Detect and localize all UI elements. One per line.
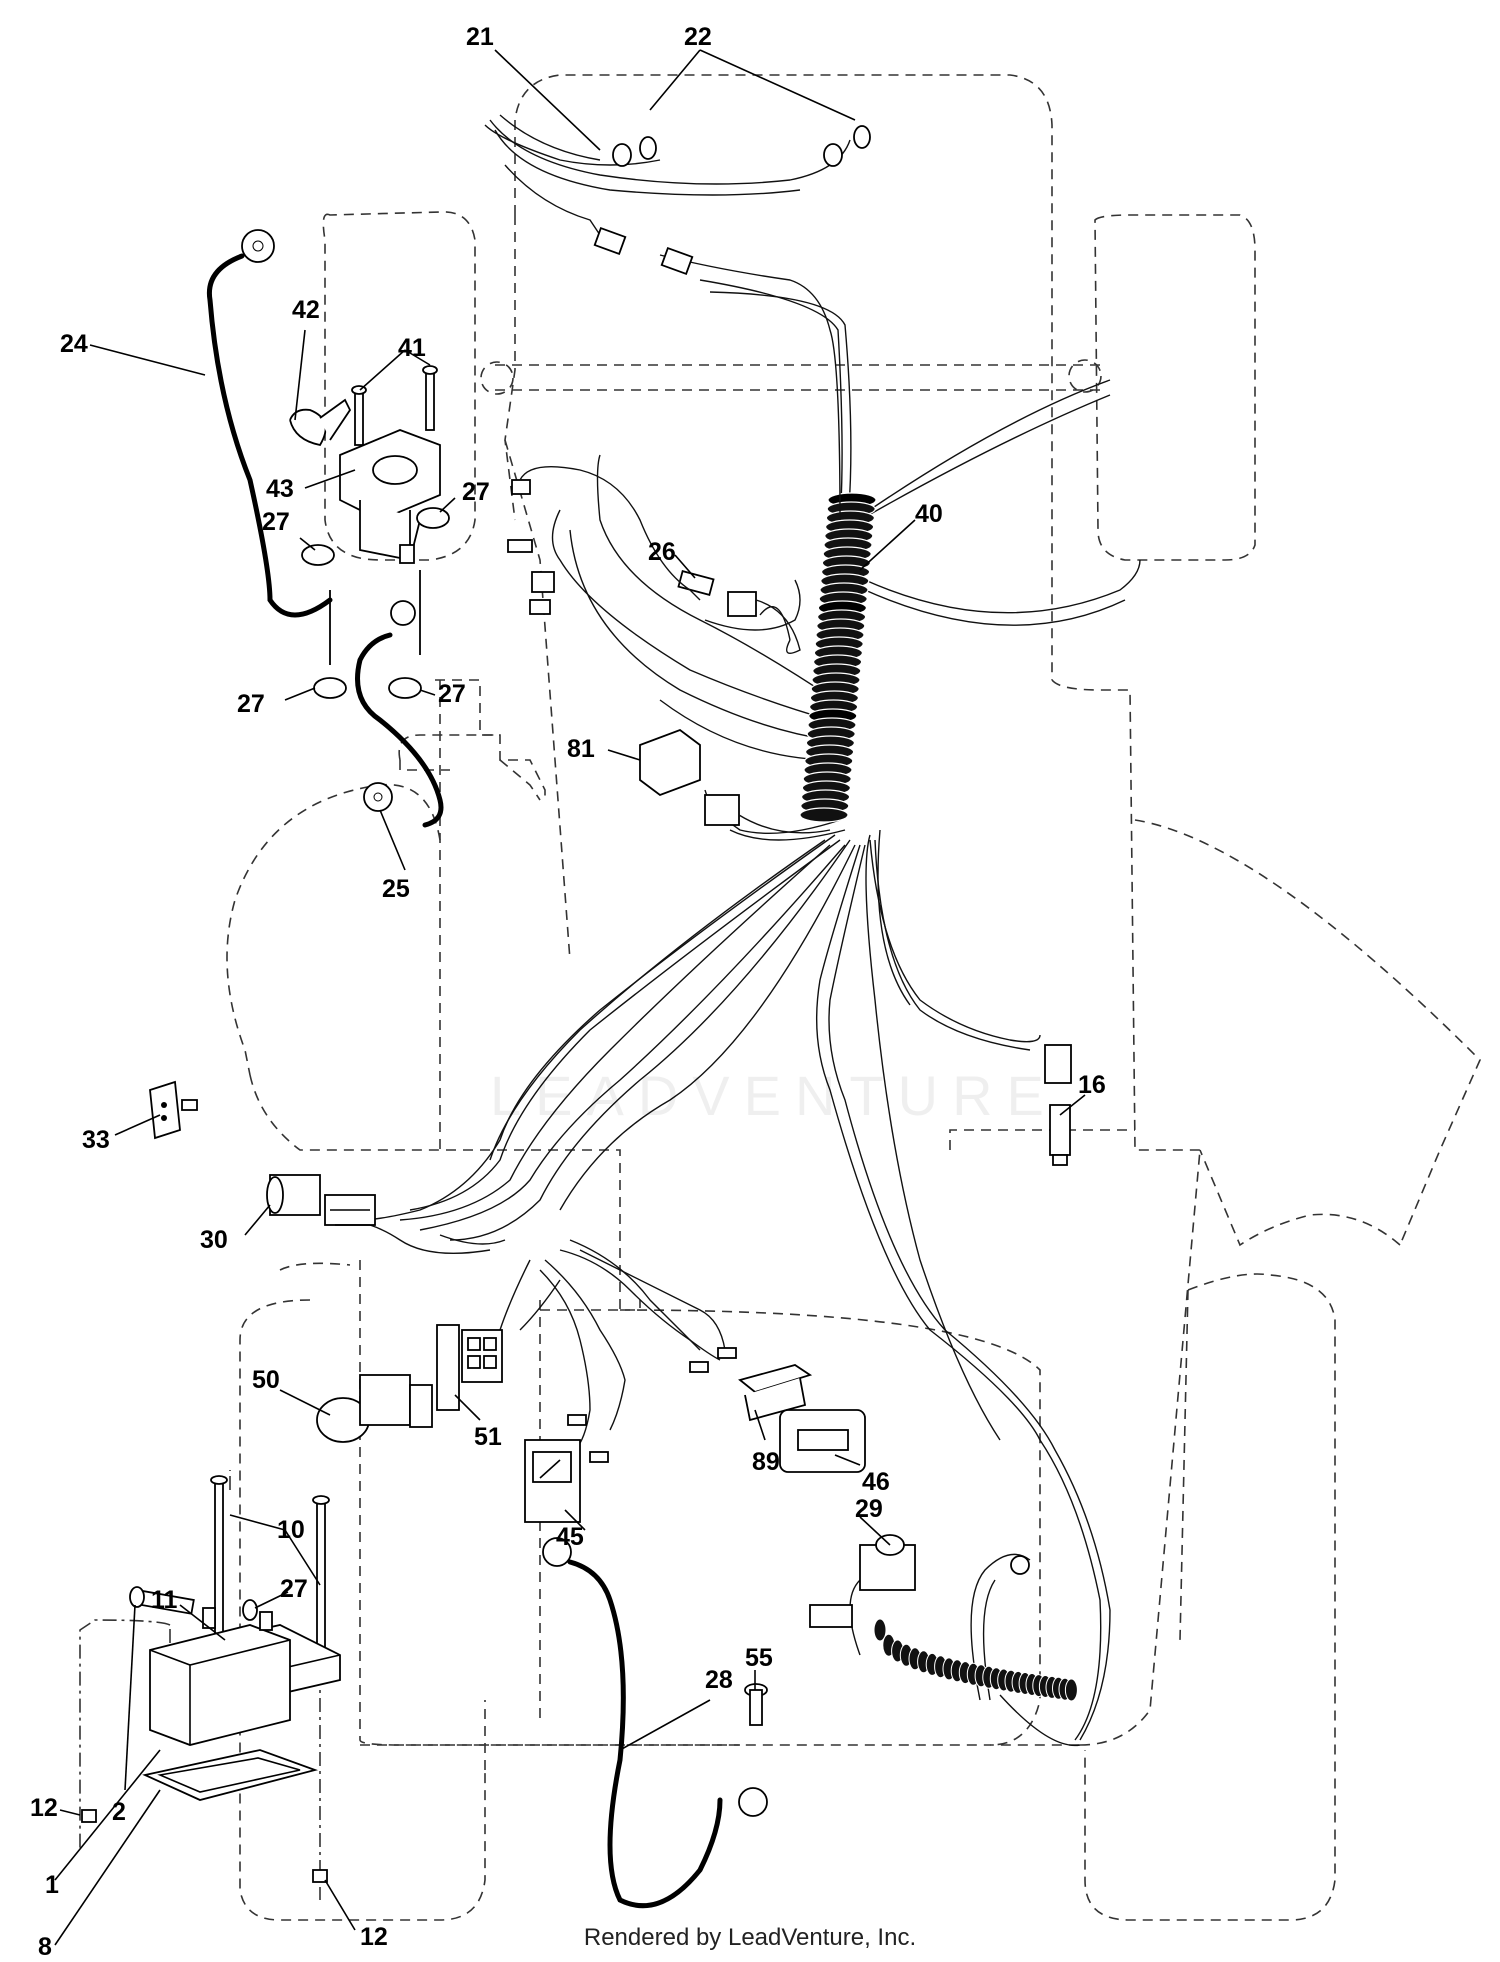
bulb-22a	[612, 136, 657, 167]
callout-label: 33	[82, 1126, 110, 1154]
callout-label: 89	[752, 1448, 780, 1476]
bolt-2	[129, 1586, 195, 1615]
nuts-27	[301, 507, 450, 699]
callout-label: 11	[151, 1586, 178, 1614]
callout-label: 22	[684, 23, 712, 51]
callout-label: 27	[237, 690, 265, 718]
coil-cord	[873, 1618, 1078, 1702]
callout-label: 29	[855, 1495, 883, 1523]
battery-tray-8	[142, 1749, 319, 1801]
bracket-89	[738, 1364, 813, 1422]
svg-text:LEADVENTURE: LEADVENTURE	[490, 1064, 1058, 1127]
callout-label: 1	[45, 1871, 59, 1899]
key-33	[149, 1080, 198, 1140]
ammeter-45	[524, 1439, 581, 1523]
callout-label: 41	[398, 334, 426, 362]
callout-label: 8	[38, 1933, 52, 1961]
terminal-clips	[567, 1347, 737, 1463]
callout-label: 28	[705, 1666, 733, 1694]
loom-coil-ring	[799, 807, 849, 823]
coil-cord-ring	[873, 1618, 887, 1642]
harness-wires	[359, 279, 1141, 1747]
callout-label: 46	[862, 1468, 890, 1496]
safety-switch-29	[809, 1534, 916, 1628]
switch-16	[1044, 1044, 1072, 1166]
callout-label: 45	[556, 1523, 584, 1551]
bulb-22b	[823, 125, 871, 167]
headlight-harness	[484, 114, 851, 521]
ignition-switch-30	[266, 1174, 376, 1226]
leader-lines	[54, 49, 1086, 1946]
callout-label: 27	[262, 508, 290, 536]
plate-51	[436, 1324, 503, 1411]
callout-label: 27	[462, 478, 490, 506]
callout-label: 25	[382, 875, 410, 903]
callout-labels: 21 22 24 42 41 43 27 27 27 27 40 26 81 2…	[30, 23, 1106, 1961]
callout-label: 43	[266, 475, 294, 503]
chassis-outline	[79, 74, 1481, 1921]
callout-label: 21	[466, 23, 494, 51]
callout-label: 2	[112, 1798, 126, 1826]
relay-81	[639, 728, 831, 834]
callout-label: 50	[252, 1366, 280, 1394]
connector-small	[507, 465, 701, 615]
callout-label: 51	[474, 1423, 502, 1451]
callout-label: 12	[30, 1794, 58, 1822]
callout-label: 27	[280, 1575, 308, 1603]
callout-label: 10	[277, 1516, 305, 1544]
ring-terminal	[1010, 1555, 1030, 1575]
callout-label: 40	[915, 500, 943, 528]
callout-label: 30	[200, 1226, 228, 1254]
callout-label: 55	[745, 1644, 773, 1672]
callout-label: 27	[438, 680, 466, 708]
pto-switch-50	[316, 1374, 433, 1443]
callout-label: 24	[60, 330, 88, 358]
callout-label: 42	[292, 296, 320, 324]
solenoid-43	[339, 429, 441, 564]
callout-label: 16	[1078, 1071, 1106, 1099]
callout-label: 81	[567, 735, 595, 763]
cable-24	[206, 229, 444, 828]
footer-credit: Rendered by LeadVenture, Inc.	[583, 1924, 917, 1951]
nut-27-battery	[242, 1599, 258, 1621]
wire-loom-40	[799, 492, 877, 823]
callout-label: 26	[648, 538, 676, 566]
callout-label: 12	[360, 1923, 388, 1951]
coil-cord-ring	[1064, 1678, 1078, 1702]
screw-55	[744, 1683, 768, 1726]
hour-meter-46	[779, 1409, 866, 1473]
cable-28	[542, 1537, 768, 1909]
battery	[149, 1607, 291, 1746]
boot-42	[289, 398, 352, 447]
clip-12	[81, 1809, 328, 1883]
